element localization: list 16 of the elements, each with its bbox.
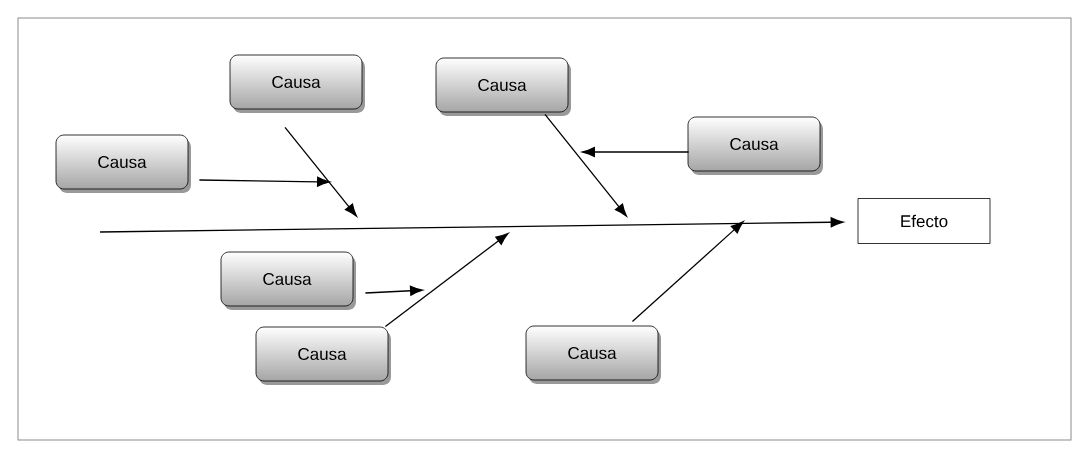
arrow [198,176,330,187]
cause-box: Causa [525,325,661,384]
arrow [284,126,357,217]
cause-box: Causa [687,116,823,175]
arrow [631,221,744,323]
arrow [364,285,423,296]
cause-box: Causa [255,326,391,385]
effect-box: Efecto [857,198,991,244]
cause-box: Causa [435,57,571,116]
arrow [544,113,627,217]
cause-box: Causa [55,134,191,193]
arrow [99,217,844,233]
cause-box: Causa [220,251,356,310]
cause-box: Causa [229,54,365,113]
arrow [384,233,509,328]
arrow [582,146,690,158]
